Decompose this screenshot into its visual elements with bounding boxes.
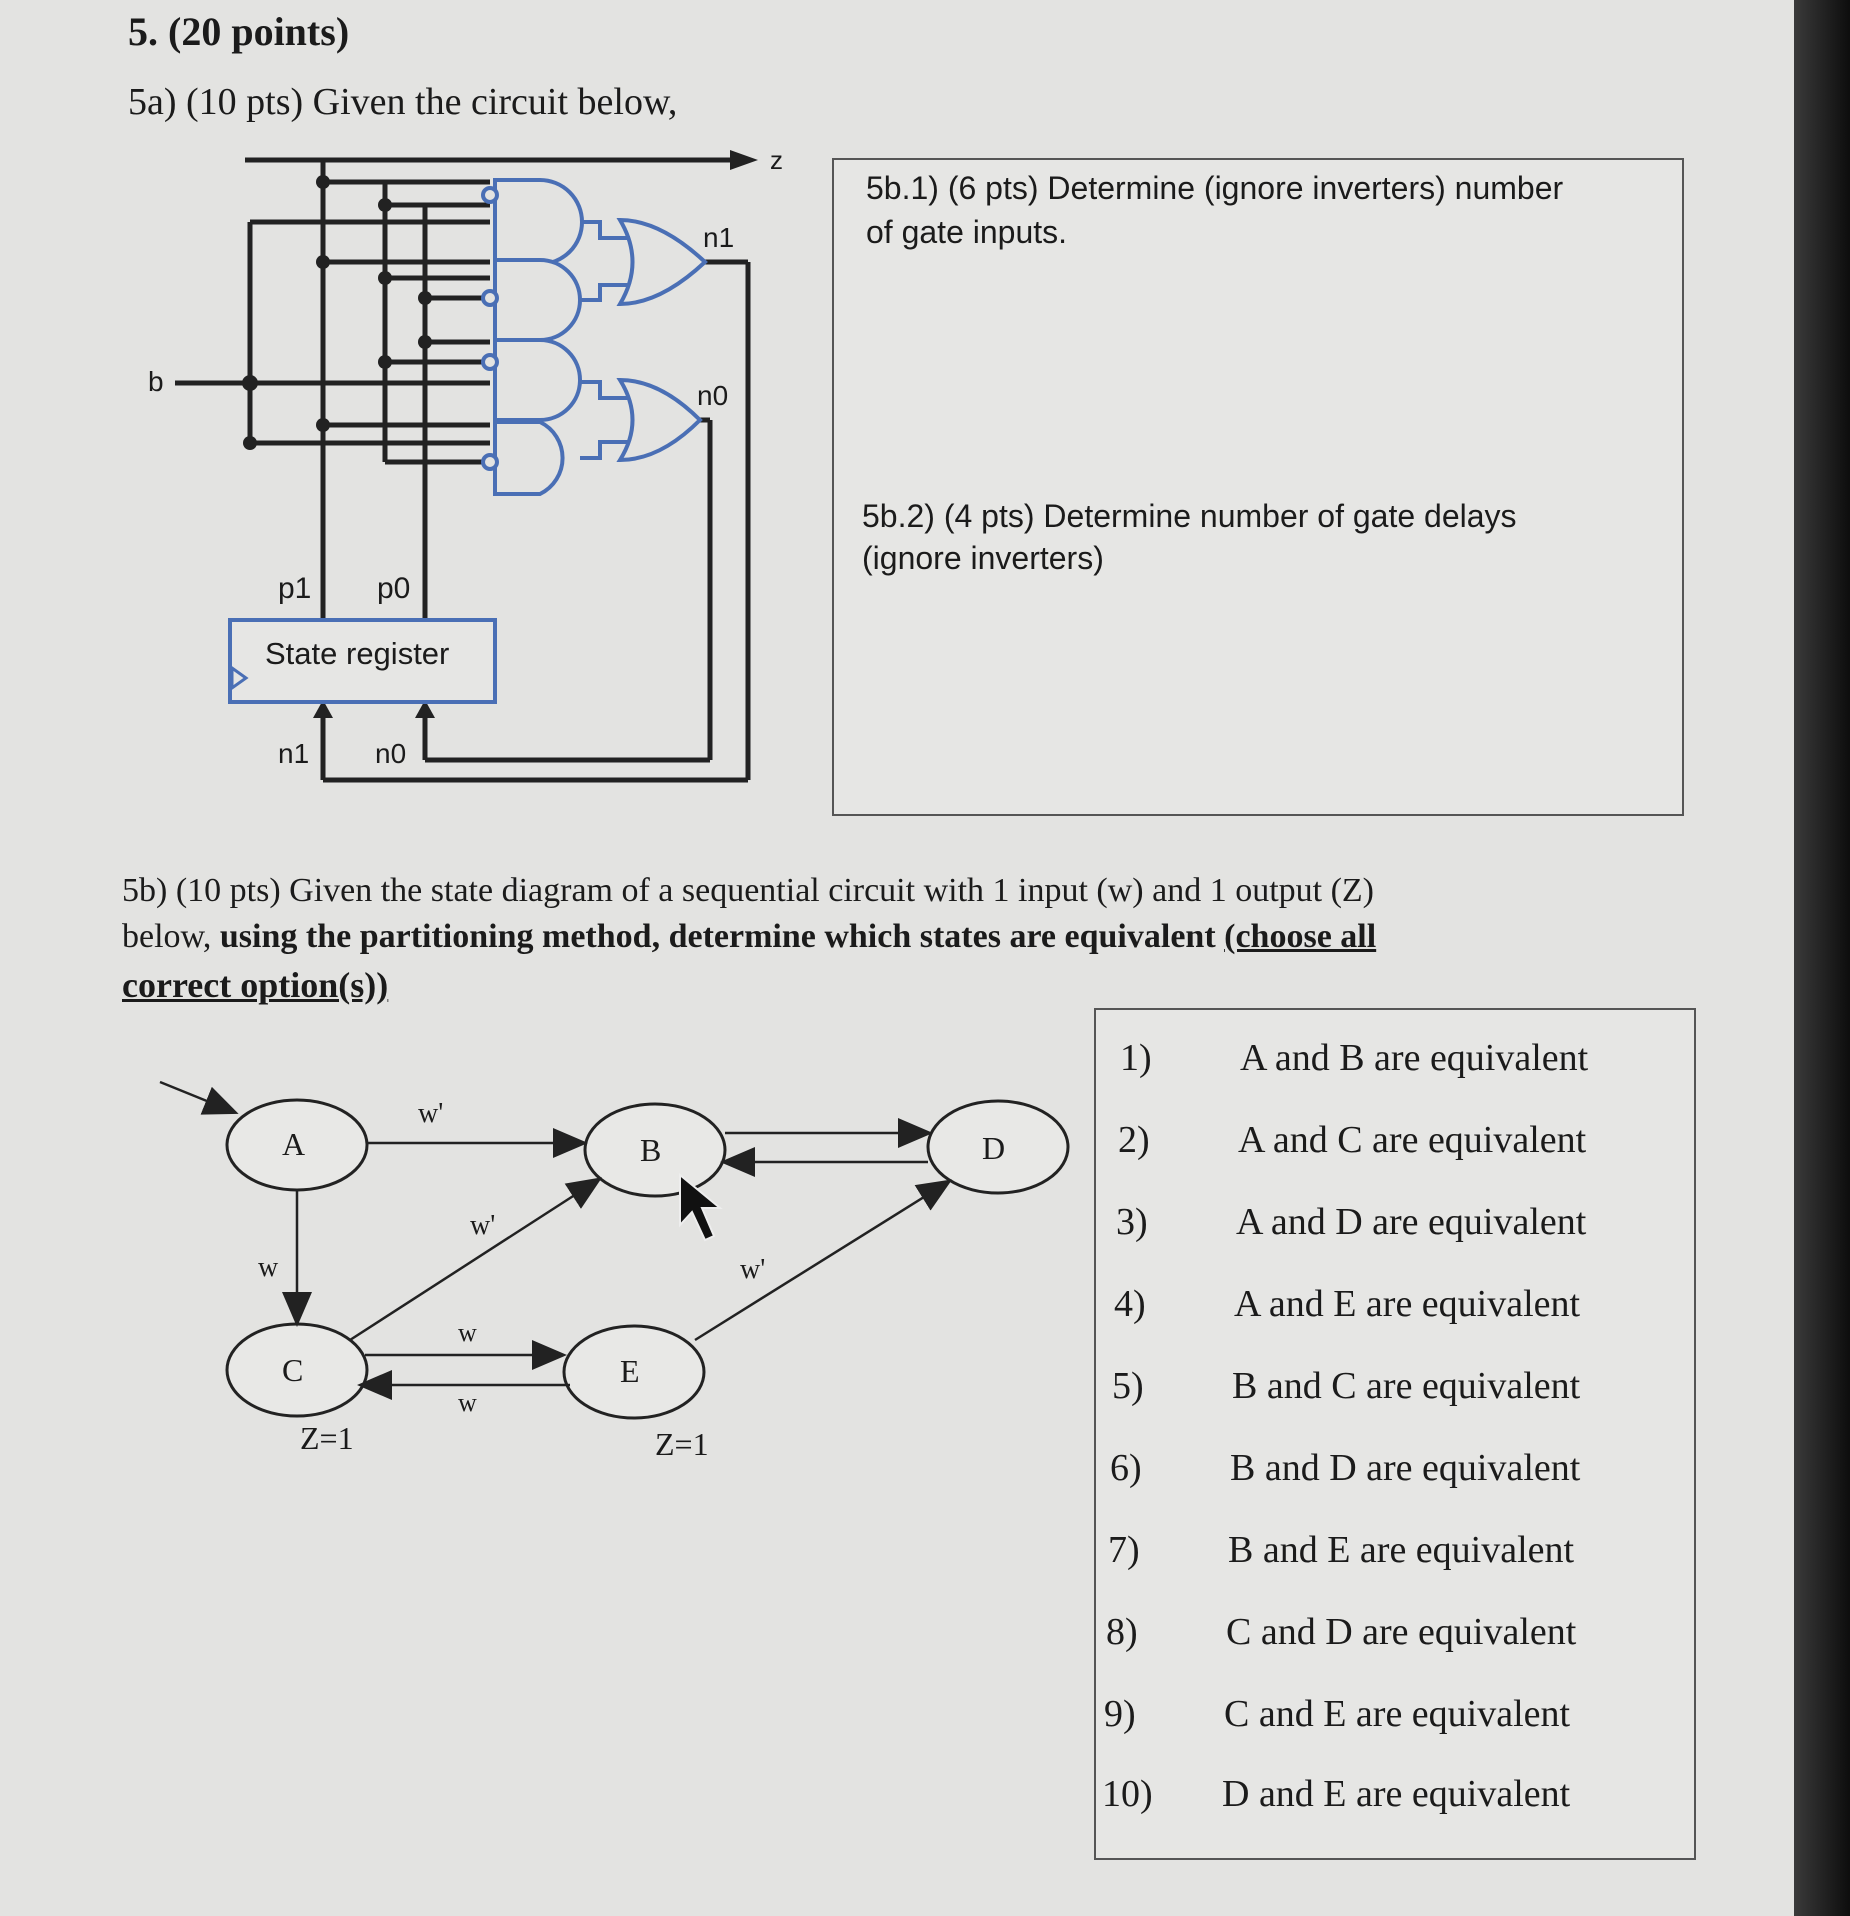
- option-9-number: 9): [1104, 1693, 1136, 1735]
- option-2-number: 2): [1118, 1119, 1150, 1161]
- part-b-line1: 5b) (10 pts) Given the state diagram of …: [122, 872, 1375, 909]
- option-4[interactable]: 4) A and E are equivalent: [1114, 1282, 1580, 1326]
- output-z-label: z: [770, 145, 783, 175]
- option-6[interactable]: 6) B and D are equivalent: [1110, 1446, 1580, 1490]
- option-9-text: C and E are equivalent: [1224, 1693, 1571, 1735]
- state-a-label: A: [282, 1126, 306, 1162]
- mouse-pointer-icon: [679, 1172, 723, 1242]
- option-8-number: 8): [1106, 1611, 1138, 1653]
- option-6-number: 6): [1110, 1447, 1142, 1489]
- option-7[interactable]: 7) B and E are equivalent: [1108, 1528, 1574, 1572]
- edge-label-c-to-e: w: [458, 1318, 477, 1347]
- state-e-label: E: [620, 1353, 640, 1389]
- state-d-label: D: [982, 1130, 1006, 1166]
- state-e-node: [562, 1324, 706, 1420]
- option-6-text: B and D are equivalent: [1230, 1447, 1581, 1489]
- n0-output-label: n0: [697, 380, 729, 411]
- option-5-text: B and C are equivalent: [1232, 1365, 1581, 1407]
- part-b-line2: below, using the partitioning method, de…: [122, 918, 1376, 956]
- option-3-number: 3): [1116, 1201, 1148, 1243]
- option-4-text: A and E are equivalent: [1234, 1283, 1581, 1325]
- option-5[interactable]: 5) B and C are equivalent: [1112, 1364, 1580, 1408]
- options-box: [1094, 1008, 1696, 1860]
- p0-label: p0: [377, 572, 411, 605]
- edge-label-c-to-b: w': [470, 1210, 496, 1241]
- n0-input-label: n0: [375, 738, 407, 769]
- option-8-text: C and D are equivalent: [1226, 1611, 1577, 1653]
- option-7-number: 7): [1108, 1529, 1140, 1571]
- q2-line1: 5b.2) (4 pts) Determine number of gate d…: [862, 498, 1517, 534]
- option-1-text: A and B are equivalent: [1240, 1037, 1589, 1079]
- option-3[interactable]: 3) A and D are equivalent: [1116, 1200, 1586, 1244]
- q1-line2: of gate inputs.: [866, 214, 1068, 250]
- output-c-label: Z=1: [300, 1420, 354, 1456]
- q2-line2: (ignore inverters): [862, 540, 1104, 576]
- part-b-line2-underlined: (choose all: [1224, 918, 1377, 955]
- edge-label-a-to-c: w: [258, 1252, 279, 1283]
- state-register-label: State register: [265, 636, 450, 671]
- q1-line1: 5b.1) (6 pts) Determine (ignore inverter…: [866, 170, 1564, 206]
- state-c-label: C: [282, 1352, 304, 1388]
- output-e-label: Z=1: [655, 1426, 709, 1462]
- option-2[interactable]: 2) A and C are equivalent: [1118, 1118, 1586, 1162]
- option-10-text: D and E are equivalent: [1222, 1773, 1571, 1815]
- answer-box-5b1-5b2: [832, 158, 1684, 816]
- option-10-number: 10): [1102, 1773, 1153, 1815]
- n1-input-label: n1: [278, 738, 310, 769]
- edge-label-e-to-c: w: [458, 1388, 477, 1417]
- n1-output-label: n1: [703, 222, 735, 253]
- input-b-label: b: [148, 366, 164, 397]
- state-b-label: B: [640, 1132, 662, 1168]
- option-3-text: A and D are equivalent: [1236, 1201, 1587, 1243]
- option-7-text: B and E are equivalent: [1228, 1529, 1575, 1571]
- edge-label-a-to-b: w': [418, 1098, 444, 1129]
- question-header: 5. (20 points): [128, 9, 350, 54]
- page-edge-shadow: [1794, 0, 1850, 1916]
- part-b-line2-plain: below,: [122, 918, 220, 955]
- option-1-number: 1): [1120, 1037, 1152, 1079]
- part-a-prompt: 5a) (10 pts) Given the circuit below,: [128, 81, 678, 123]
- part-b-line2-bold: using the partitioning method, determine…: [219, 918, 1216, 955]
- edge-label-e-to-d: w': [740, 1254, 766, 1285]
- option-4-number: 4): [1114, 1283, 1146, 1325]
- option-10[interactable]: 10) D and E are equivalent: [1102, 1772, 1570, 1816]
- p1-label: p1: [278, 572, 312, 605]
- option-8[interactable]: 8) C and D are equivalent: [1106, 1610, 1576, 1654]
- option-2-text: A and C are equivalent: [1238, 1119, 1587, 1161]
- option-9[interactable]: 9) C and E are equivalent: [1104, 1692, 1570, 1736]
- option-5-number: 5): [1112, 1365, 1144, 1407]
- part-b-line3: correct option(s)): [122, 965, 389, 1005]
- option-1[interactable]: 1) A and B are equivalent: [1120, 1036, 1588, 1080]
